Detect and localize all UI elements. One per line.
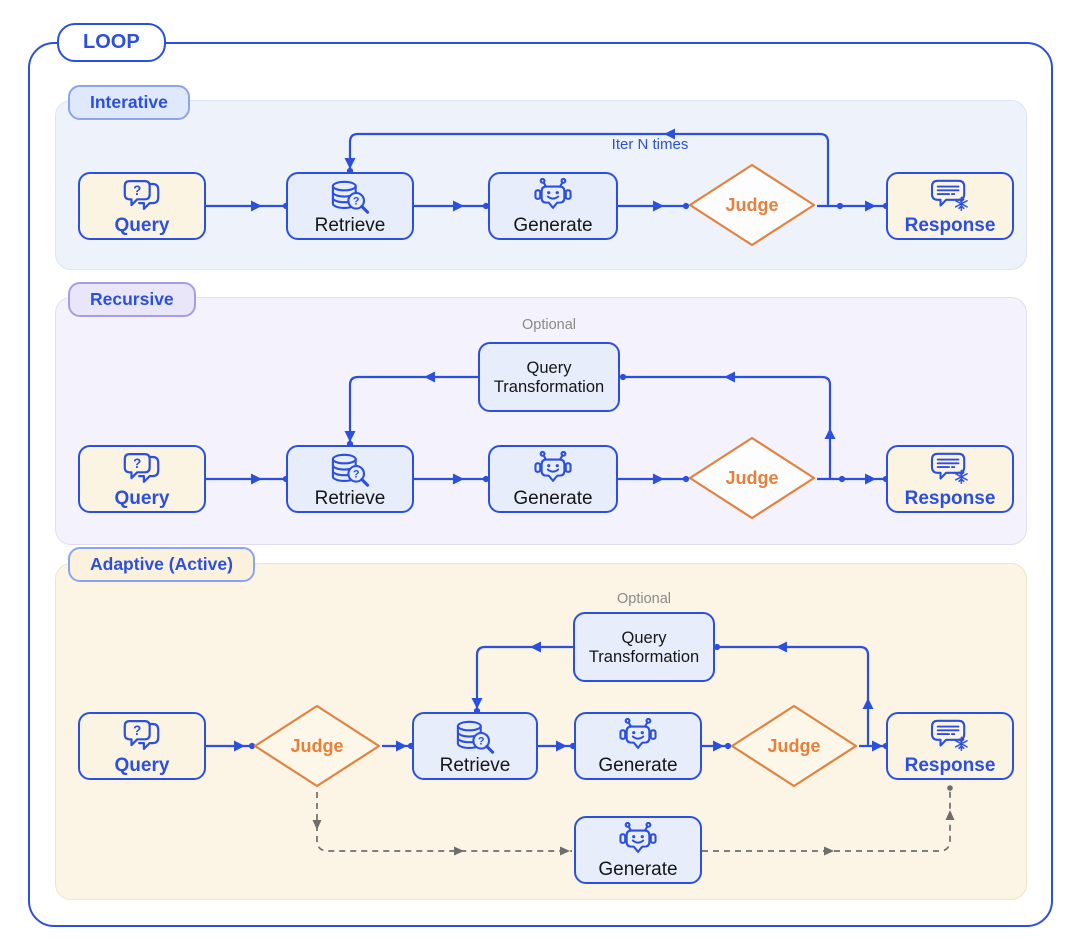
response-bubble-snowflake-icon bbox=[928, 178, 972, 215]
node-judge: Judge bbox=[687, 435, 817, 521]
node-label-line1: Query bbox=[526, 358, 572, 377]
node-label: Query bbox=[114, 755, 170, 777]
optional-note: Optional bbox=[616, 591, 671, 607]
node-label: Response bbox=[904, 215, 996, 237]
section-label: Interative bbox=[90, 92, 168, 112]
node-label: Query bbox=[114, 215, 170, 237]
node-label: Generate bbox=[513, 488, 593, 510]
robot-icon bbox=[531, 177, 575, 215]
node-label: Judge bbox=[290, 735, 344, 756]
node-retrieve: ? Retrieve bbox=[412, 712, 538, 780]
node-label: Query bbox=[114, 488, 170, 510]
node-judge-post: Judge bbox=[729, 703, 859, 789]
node-query-transformation: Query Transformation bbox=[573, 612, 715, 682]
section-recursive-content: Recursive Optional Query Transformation … bbox=[55, 282, 1025, 543]
node-label-line2: Transformation bbox=[493, 378, 605, 396]
section-iterative-content: Interative Iter N times ? Query bbox=[55, 85, 1025, 268]
node-label: Retrieve bbox=[439, 755, 511, 777]
node-generate-bypass: Generate bbox=[574, 816, 702, 884]
node-label: Judge bbox=[725, 467, 779, 488]
svg-text:?: ? bbox=[133, 456, 141, 471]
robot-icon bbox=[616, 717, 660, 755]
section-recursive-label-pill: Recursive bbox=[68, 282, 196, 317]
section-adaptive-content: Adaptive (Active) Optional Query Transfo… bbox=[55, 547, 1025, 898]
node-label: Generate bbox=[598, 859, 678, 881]
node-label: Retrieve bbox=[314, 215, 386, 237]
response-bubble-snowflake-icon bbox=[928, 451, 972, 488]
node-label: Response bbox=[904, 755, 996, 777]
node-label: Response bbox=[904, 488, 996, 510]
node-judge-pre: Judge bbox=[252, 703, 382, 789]
robot-icon bbox=[616, 821, 660, 859]
question-bubble-icon: ? bbox=[120, 178, 164, 215]
node-label: Judge bbox=[767, 735, 821, 756]
robot-icon bbox=[531, 450, 575, 488]
database-search-icon: ? bbox=[328, 451, 372, 488]
section-iterative-label-pill: Interative bbox=[68, 85, 190, 120]
optional-note: Optional bbox=[521, 317, 576, 333]
iterate-note: Iter N times bbox=[611, 136, 689, 153]
node-response: Response bbox=[886, 445, 1014, 513]
loop-title: LOOP bbox=[83, 31, 140, 53]
node-response: Response bbox=[886, 712, 1014, 780]
node-judge: Judge bbox=[687, 162, 817, 248]
response-bubble-snowflake-icon bbox=[928, 718, 972, 755]
section-label: Adaptive (Active) bbox=[90, 554, 233, 574]
svg-text:?: ? bbox=[133, 183, 141, 198]
svg-text:?: ? bbox=[133, 723, 141, 738]
node-generate: Generate bbox=[574, 712, 702, 780]
node-label-line2: Transformation bbox=[588, 648, 700, 666]
diamond-shape bbox=[253, 704, 381, 788]
node-query: ? Query bbox=[78, 445, 206, 513]
node-retrieve: ? Retrieve bbox=[286, 172, 414, 240]
node-label-line1: Query bbox=[621, 628, 667, 647]
node-query: ? Query bbox=[78, 172, 206, 240]
svg-text:?: ? bbox=[353, 469, 360, 481]
svg-text:?: ? bbox=[353, 196, 360, 208]
node-query: ? Query bbox=[78, 712, 206, 780]
svg-text:?: ? bbox=[478, 736, 485, 748]
node-label: Generate bbox=[513, 215, 593, 237]
node-query-transformation: Query Transformation bbox=[478, 342, 620, 412]
question-bubble-icon: ? bbox=[120, 451, 164, 488]
section-adaptive-label-pill: Adaptive (Active) bbox=[68, 547, 255, 582]
node-response: Response bbox=[886, 172, 1014, 240]
node-label: Judge bbox=[725, 194, 779, 215]
node-label: Generate bbox=[598, 755, 678, 777]
node-generate: Generate bbox=[488, 445, 618, 513]
question-bubble-icon: ? bbox=[120, 718, 164, 755]
node-generate: Generate bbox=[488, 172, 618, 240]
loop-title-pill: LOOP bbox=[57, 23, 166, 62]
node-retrieve: ? Retrieve bbox=[286, 445, 414, 513]
database-search-icon: ? bbox=[453, 718, 497, 755]
section-label: Recursive bbox=[90, 289, 174, 309]
node-label: Retrieve bbox=[314, 488, 386, 510]
database-search-icon: ? bbox=[328, 178, 372, 215]
